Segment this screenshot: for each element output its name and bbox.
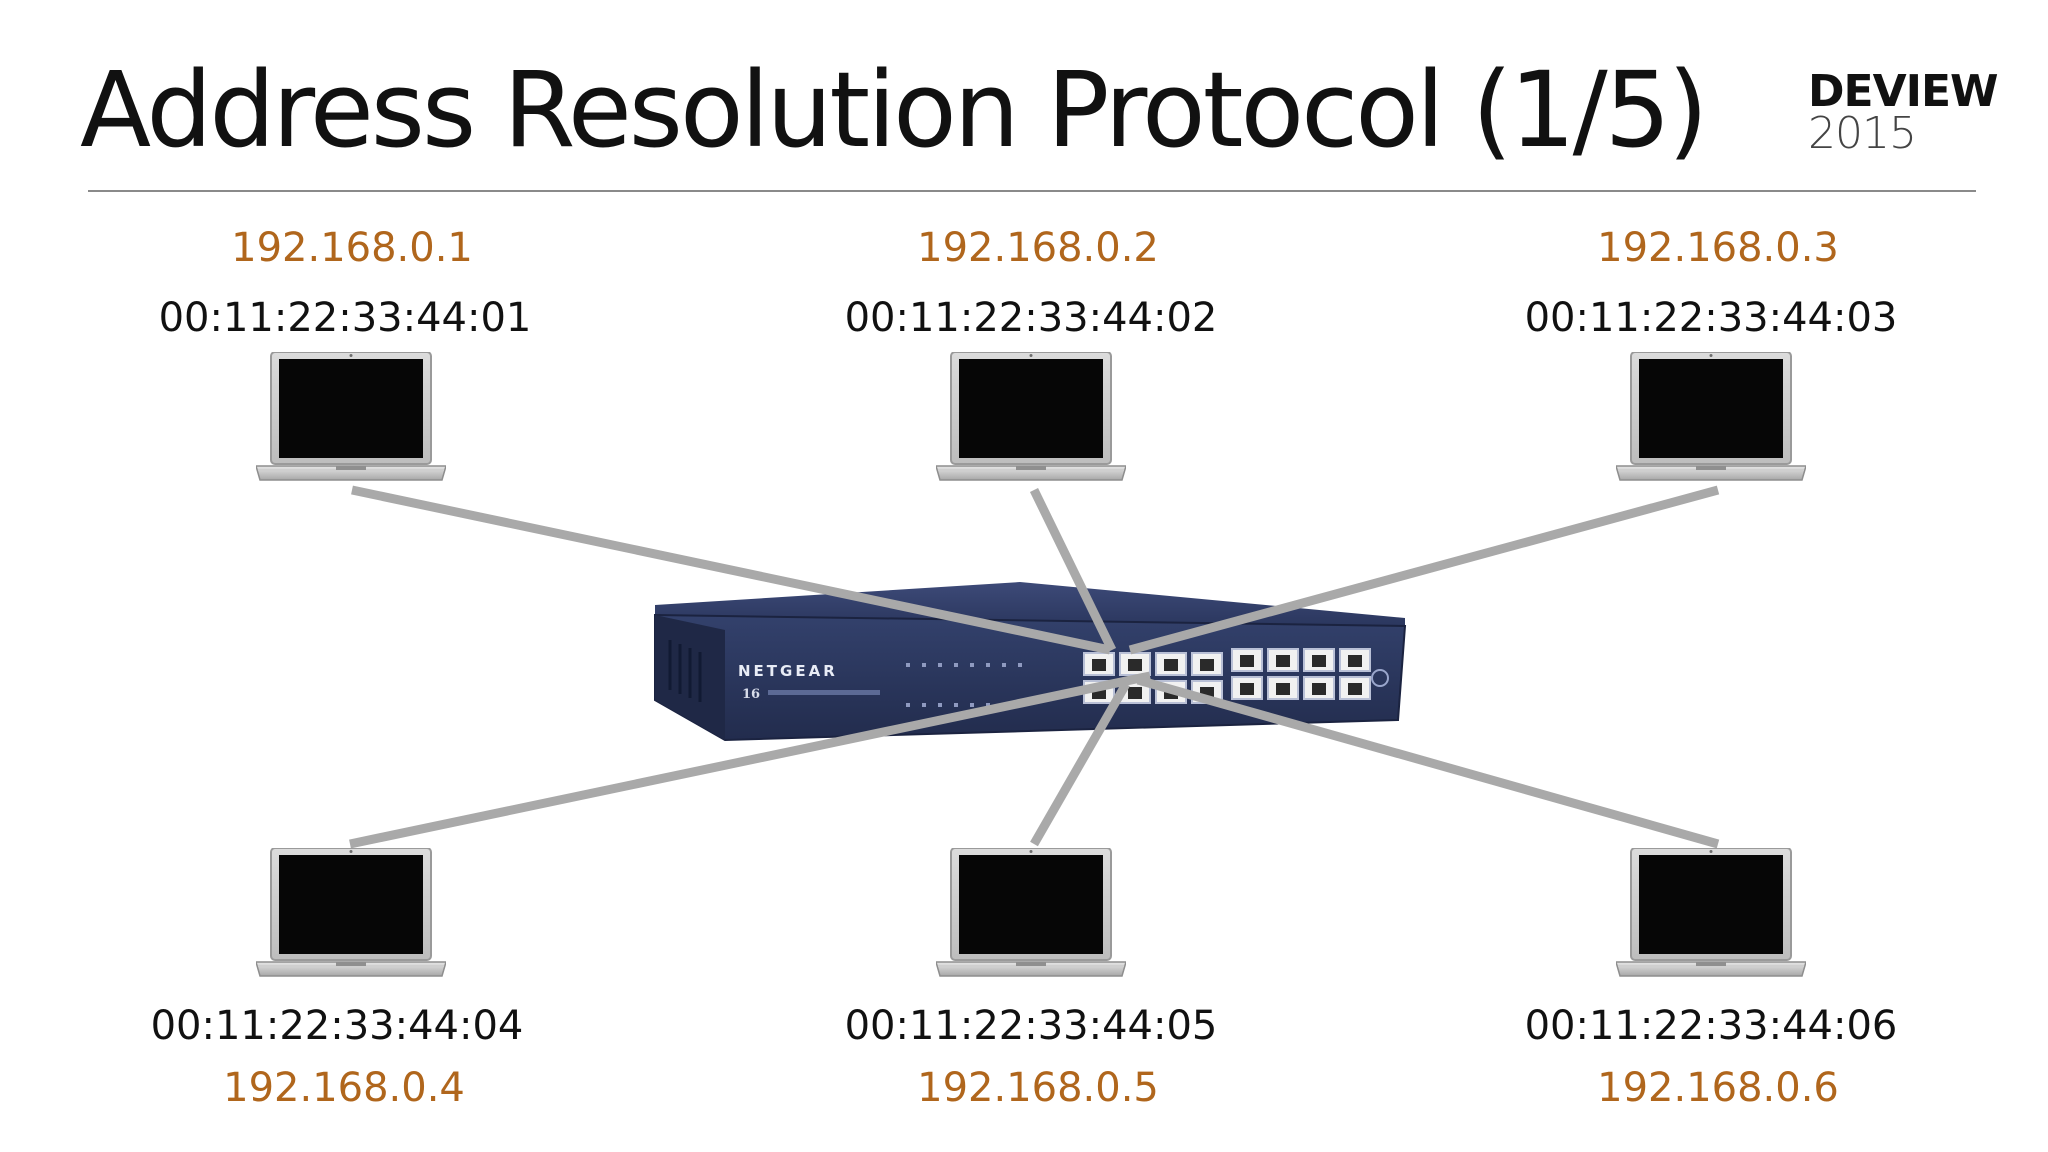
cable-1	[351, 485, 1111, 655]
logo-brand: DEVIEW	[1808, 66, 1999, 117]
host-3-mac: 00:11:22:33:44:03	[1524, 295, 1898, 341]
title-divider	[88, 190, 1976, 192]
host-1-mac: 00:11:22:33:44:01	[158, 295, 532, 341]
laptop-icon-4	[256, 848, 446, 977]
cable-5	[1030, 681, 1130, 847]
cable-3	[1128, 485, 1720, 655]
port-socket	[1276, 683, 1290, 695]
host-4-mac: 00:11:22:33:44:04	[150, 1003, 524, 1049]
port-socket	[1240, 683, 1254, 695]
host-6-ip: 192.168.0.6	[1597, 1065, 1839, 1111]
port-socket	[1128, 687, 1142, 699]
laptop-icon-1	[256, 352, 446, 481]
laptop-icon-3	[1616, 352, 1806, 481]
network-cables	[349, 485, 1720, 849]
cable-6	[1136, 675, 1720, 849]
logo-year: 2015	[1808, 108, 1917, 159]
cable-4	[349, 671, 1151, 849]
laptop-icon-5	[936, 848, 1126, 977]
laptop-icon-2	[936, 352, 1126, 481]
host-6-mac: 00:11:22:33:44:06	[1524, 1003, 1898, 1049]
host-2-ip: 192.168.0.2	[917, 225, 1159, 271]
host-5-ip: 192.168.0.5	[917, 1065, 1159, 1111]
slide-title: Address Resolution Protocol (1/5)	[80, 49, 1708, 171]
port-socket	[1128, 659, 1142, 671]
cable-2	[1029, 488, 1117, 652]
host-2-mac: 00:11:22:33:44:02	[844, 295, 1218, 341]
port-socket	[1348, 683, 1362, 695]
port-socket	[1092, 659, 1106, 671]
port-socket	[1348, 655, 1362, 667]
port-socket	[1240, 655, 1254, 667]
port-socket	[1312, 655, 1326, 667]
laptop-icon-6	[1616, 848, 1806, 977]
port-socket	[1276, 655, 1290, 667]
switch-ports-label: 16	[742, 687, 760, 702]
host-3-ip: 192.168.0.3	[1597, 225, 1839, 271]
deview-logo: DEVIEW 2015	[1808, 66, 1999, 159]
switch-ports	[1083, 648, 1371, 704]
switch-brand: NETGEAR	[738, 662, 838, 680]
host-1-ip: 192.168.0.1	[231, 225, 473, 271]
port-socket	[1312, 683, 1326, 695]
port-socket	[1164, 659, 1178, 671]
host-5-mac: 00:11:22:33:44:05	[844, 1003, 1218, 1049]
port-socket	[1200, 659, 1214, 671]
host-4-ip: 192.168.0.4	[223, 1065, 465, 1111]
